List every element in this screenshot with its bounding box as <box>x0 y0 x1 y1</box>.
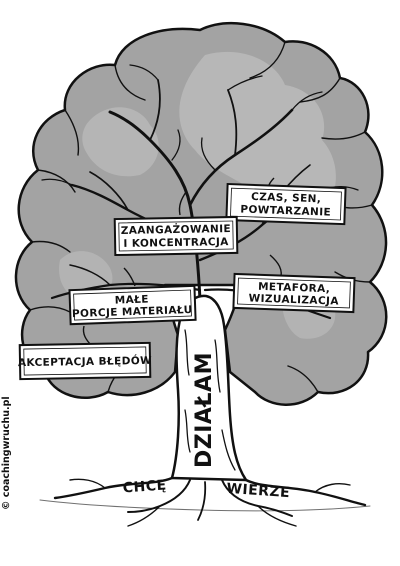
sign-engagement-concentration: ZAANGAŻOWANIE I KONCENTRACJA <box>113 215 239 257</box>
sign-metaphor-line-1: METAFORA, <box>258 281 331 296</box>
tree-roots <box>39 476 371 527</box>
sign-sleep-line-2: POWTARZANIE <box>240 203 331 218</box>
sign-engagement-line-1: ZAANGAŻOWANIE <box>121 221 231 237</box>
sign-accepting-mistakes: AKCEPTACJA BŁĘDÓW <box>18 341 152 381</box>
credit-text: © coachingwruchu.pl <box>1 396 12 510</box>
sign-mistakes-line-1: AKCEPTACJA BŁĘDÓW <box>18 354 152 369</box>
sign-sleep-line-1: CZAS, SEN, <box>251 191 322 205</box>
sign-small-portions-line-1: MAŁE <box>115 293 149 306</box>
root-label-chce: CHCĘ <box>122 478 167 497</box>
sign-sleep-repetition: CZAS, SEN, POWTARZANIE <box>225 182 347 226</box>
tree-trunk <box>170 294 248 482</box>
sign-small-portions-line-2: PORCJE MATERIAŁU <box>72 304 193 320</box>
sign-small-portions: MAŁE PORCJE MATERIAŁU <box>68 284 197 326</box>
trunk-label: DZIAŁAM <box>192 352 217 468</box>
sign-metaphor-visualization: METAFORA, WIZUALIZACJA <box>232 272 356 314</box>
root-label-wierze: WIERZE <box>226 481 291 501</box>
sign-metaphor-line-2: WIZUALIZACJA <box>248 292 339 307</box>
sign-engagement-line-2: I KONCENTRACJA <box>123 236 229 250</box>
